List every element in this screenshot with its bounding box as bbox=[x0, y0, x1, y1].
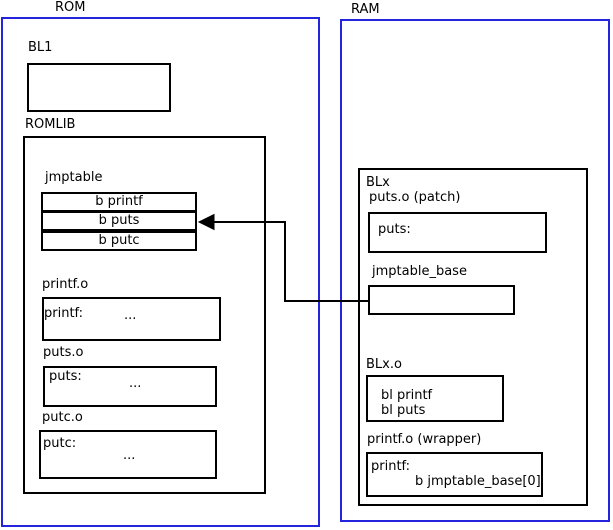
jmptable-row-b-putc: b putc bbox=[41, 231, 197, 251]
puts-ellipsis: ... bbox=[129, 376, 142, 391]
jmptable-label: jmptable bbox=[45, 170, 103, 185]
puts-patch-symbol: puts: bbox=[378, 222, 411, 237]
printf-wrapper-instruction: b jmptable_base[0] bbox=[415, 474, 541, 489]
putc-o-label: putc.o bbox=[42, 410, 83, 425]
printf-wrapper-label: printf.o (wrapper) bbox=[367, 432, 482, 447]
printf-wrapper-symbol: printf: bbox=[371, 459, 411, 474]
jmptable-row-b-puts: b puts bbox=[41, 211, 197, 231]
ram-title: RAM bbox=[351, 2, 380, 17]
bl1-box bbox=[27, 63, 171, 112]
jmptable-row-b-printf: b printf bbox=[41, 192, 197, 212]
bl1-label: BL1 bbox=[28, 40, 53, 55]
puts-patch-label: puts.o (patch) bbox=[369, 190, 461, 205]
puts-o-label: puts.o bbox=[43, 345, 84, 360]
blx-o-box bbox=[366, 375, 504, 422]
rom-title: ROM bbox=[55, 0, 86, 15]
printf-o-label: printf.o bbox=[42, 277, 89, 292]
blx-box bbox=[358, 168, 588, 506]
blx-o-instr-1: bl printf bbox=[381, 388, 433, 403]
puts-symbol: puts: bbox=[49, 369, 82, 384]
blx-o-instr-2: bl puts bbox=[381, 403, 426, 418]
romlib-label: ROMLIB bbox=[25, 117, 76, 132]
jmptable-base-box bbox=[368, 285, 515, 315]
romlib-box bbox=[23, 136, 266, 494]
blx-label: BLx bbox=[366, 175, 390, 190]
puts-o-box bbox=[43, 366, 217, 407]
puts-patch-box bbox=[368, 212, 547, 253]
printf-ellipsis: ... bbox=[124, 308, 137, 323]
putc-ellipsis: ... bbox=[123, 448, 136, 463]
blx-o-label: BLx.o bbox=[366, 357, 402, 372]
putc-o-box bbox=[39, 430, 217, 479]
printf-wrapper-box bbox=[366, 452, 543, 497]
printf-o-box bbox=[42, 297, 221, 341]
printf-symbol: printf: bbox=[44, 306, 84, 321]
putc-symbol: putc: bbox=[43, 436, 77, 451]
jmptable-base-label: jmptable_base bbox=[372, 264, 467, 279]
